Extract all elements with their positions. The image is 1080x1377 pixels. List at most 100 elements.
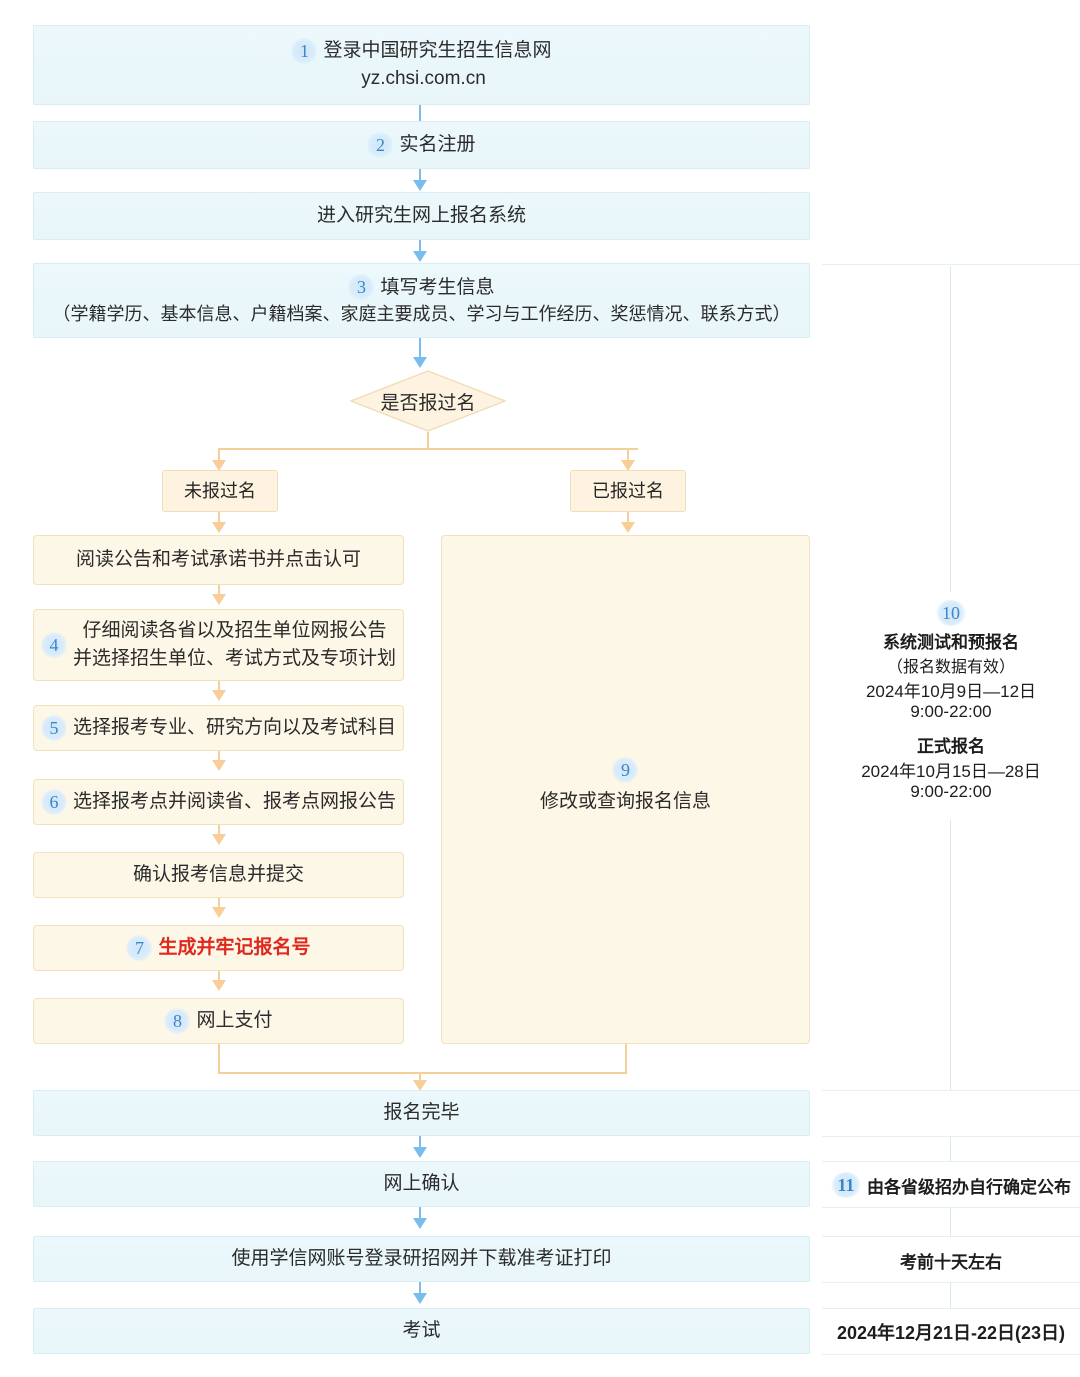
arrow-ls5-ls6 [212,980,226,991]
connector-ls3-ls4 [218,825,220,837]
connector-decision-right [627,448,629,464]
grid-line-1 [822,1090,1080,1091]
timeline-admission-card[interactable]: 考前十天左右 [822,1248,1080,1273]
node-fillinfo-line1: 填写考生信息 [380,276,495,298]
node-modify-or-query[interactable]: 9 修改或查询报名信息 [441,535,810,1044]
connector-register-system [419,169,421,183]
connector-right-branch-down [627,512,629,525]
timeline-vertical-line-lower [950,820,951,1090]
connector-left-merge-down [218,1044,220,1074]
step-badge-5: 5 [40,714,67,741]
arrow-right-branch-down [621,522,635,533]
timeline-vertical-line-seg2 [950,1207,951,1236]
connector-ls5-ls6 [218,971,220,983]
arrow-ls0-ls1 [212,594,226,605]
schedule-note: （报名数据有效） [886,659,1015,676]
connector-right-merge-down [625,1044,627,1074]
step-badge-3: 3 [348,274,375,301]
node-exam[interactable]: 考试 [33,1308,810,1354]
connector-tail1-tail2 [419,1207,421,1221]
node-online-payment[interactable]: 8 网上支付 [33,998,404,1044]
timeline-confirmation[interactable]: 11 由各省级招办自行确定公布 [822,1172,1080,1198]
node-login-line2: yz.chsi.com.cn [361,68,486,89]
schedule-title: 系统测试和预报名 [883,633,1019,652]
connector-ls4-ls5 [218,898,220,910]
timeline-schedule[interactable]: 10 系统测试和预报名 （报名数据有效） 2024年10月9日—12日 9:00… [822,600,1080,802]
step-badge-1: 1 [291,38,318,65]
connector-system-fillinfo [419,240,421,254]
node-generate-application-number[interactable]: 7 生成并牢记报名号 [33,925,404,971]
node-login-line1: 登录中国研究生招生信息网 [323,40,552,62]
node-enter-system-label: 进入研究生网上报名系统 [316,205,526,227]
node-realname-register[interactable]: 2 实名注册 [33,121,810,169]
tail-label-2: 使用学信网账号登录研招网并下载准考证打印 [231,1248,612,1270]
node-login[interactable]: 1 登录中国研究生招生信息网 yz.chsi.com.cn [33,25,810,105]
connector-ls0-ls1 [218,585,220,597]
tail-label-3: 考试 [402,1320,441,1342]
timeline-exam-date[interactable]: 2024年12月21日-22日(23日) [822,1319,1080,1345]
arrow-left-branch-down [212,522,226,533]
step-badge-9: 9 [612,756,639,783]
arrow-tail1-tail2 [413,1218,427,1229]
node-ls6-label: 网上支付 [196,1010,273,1032]
arrow-tail2-tail3 [413,1293,427,1304]
arrow-system-fillinfo [413,251,427,262]
timeline-vertical-line-seg3 [950,1282,951,1308]
node-enter-system[interactable]: 进入研究生网上报名系统 [33,192,810,240]
schedule-time-1: 9:00-22:00 [910,702,992,721]
timeline-vertical-line-seg1 [950,1136,951,1161]
connector-decision-split-bar [218,448,638,450]
connector-tail0-tail1 [419,1136,421,1150]
timeline-panel: 10 系统测试和预报名 （报名数据有效） 2024年10月9日—12日 9:00… [822,0,1080,1377]
branch-right-label: 已报过名 [592,480,664,501]
node-confirm-submit[interactable]: 确认报考信息并提交 [33,852,404,898]
node-ls1-line2: 并选择招生单位、考试方式及专项计划 [72,648,396,669]
node-ls5-label: 生成并牢记报名号 [158,937,311,959]
connector-merge-stem [419,1072,421,1084]
timeline-vertical-line-upper [950,266,951,592]
tail-label-1: 网上确认 [383,1173,460,1195]
grid-line-5 [822,1236,1080,1237]
node-registration-complete[interactable]: 报名完毕 [33,1090,810,1136]
schedule-time-2: 9:00-22:00 [910,782,992,801]
node-read-announcement-label: 阅读公告和考试承诺书并点击认可 [75,549,361,571]
branch-left-label: 未报过名 [184,480,256,501]
branch-label-not-registered[interactable]: 未报过名 [162,470,278,512]
arrow-ls2-ls3 [212,760,226,771]
branch-label-already-registered[interactable]: 已报过名 [570,470,686,512]
step-badge-10: 10 [936,600,966,626]
step-badge-2: 2 [367,131,394,158]
connector-login-register [419,105,421,129]
node-download-admission-ticket[interactable]: 使用学信网账号登录研招网并下载准考证打印 [33,1236,810,1282]
connector-tail2-tail3 [419,1282,421,1296]
decision-registered-before[interactable]: 是否报过名 [350,370,506,432]
grid-line-8 [822,1354,1080,1355]
node-read-announcement[interactable]: 阅读公告和考试承诺书并点击认可 [33,535,404,585]
schedule-title-2: 正式报名 [917,737,985,756]
arrow-ls1-ls2 [212,690,226,701]
arrow-ls3-ls4 [212,834,226,845]
node-ls3-label: 选择报考点并阅读省、报考点网报公告 [72,791,396,813]
node-select-major[interactable]: 5 选择报考专业、研究方向以及考试科目 [33,705,404,751]
connector-decision-left [218,448,220,464]
diamond-shape-icon [350,370,506,432]
node-online-confirmation[interactable]: 网上确认 [33,1161,810,1207]
grid-line-top [822,264,1080,265]
node-select-exam-site[interactable]: 6 选择报考点并阅读省、报考点网报公告 [33,779,404,825]
schedule-date-1: 2024年10月9日—12日 [865,682,1037,701]
node-fill-candidate-info[interactable]: 3 填写考生信息 （学籍学历、基本信息、户籍档案、家庭主要成员、学习与工作经历、… [33,263,810,338]
step-badge-6: 6 [40,788,67,815]
node-ls4-label: 确认报考信息并提交 [132,864,304,886]
arrow-decision-right [621,460,635,471]
grid-line-2 [822,1136,1080,1137]
decision-label: 是否报过名 [380,392,476,414]
connector-left-branch-down [218,512,220,525]
step-badge-4: 4 [40,632,67,658]
node-fillinfo-line2: （学籍学历、基本信息、户籍档案、家庭主要成员、学习与工作经历、奖惩情况、联系方式… [52,304,791,325]
tail-label-0: 报名完毕 [383,1102,460,1124]
connector-ls2-ls3 [218,751,220,763]
grid-line-6 [822,1282,1080,1283]
connector-decision-split-stem [427,432,429,449]
node-read-province-announcement[interactable]: 4 仔细阅读各省以及招生单位网报公告 并选择招生单位、考试方式及专项计划 [33,609,404,681]
schedule-date-2: 2024年10月15日—28日 [861,762,1041,781]
